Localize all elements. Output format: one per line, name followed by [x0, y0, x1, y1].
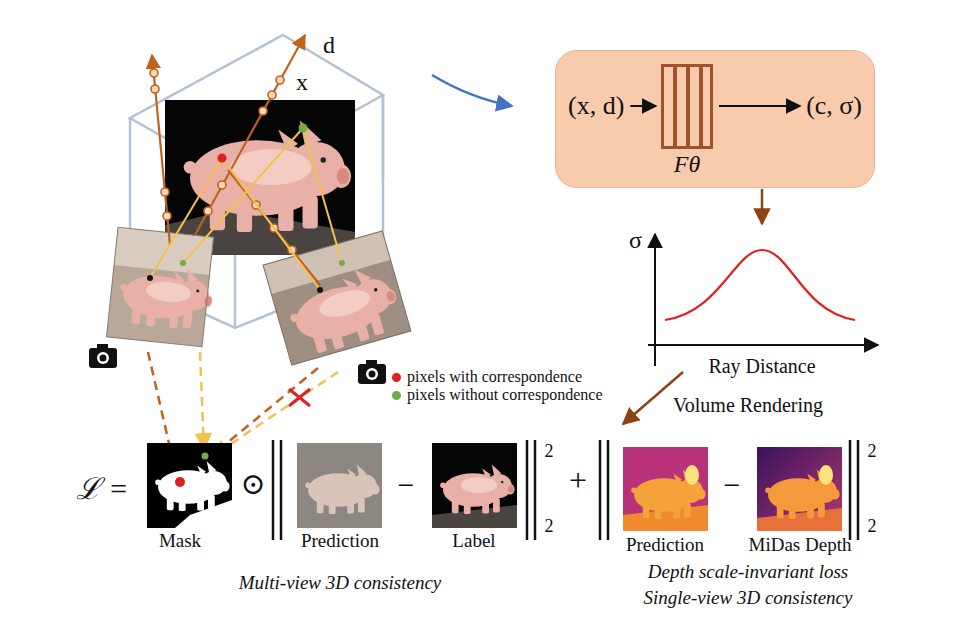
- depth-prediction-image: [623, 447, 708, 531]
- cross-mark: [289, 389, 310, 406]
- network-name: Fθ: [674, 151, 700, 177]
- flow-arrow: [432, 75, 512, 106]
- subscript: 2: [868, 517, 877, 537]
- legend-row: pixels with correspondence: [392, 368, 603, 386]
- image-caption: Prediction: [626, 535, 704, 556]
- plot-axes: [648, 234, 878, 366]
- legend-swatch: [392, 391, 401, 400]
- axis-label: Ray Distance: [708, 355, 815, 377]
- prediction-image: [297, 443, 382, 528]
- connector-arrow: [761, 189, 764, 224]
- image-caption: Mask: [159, 531, 201, 552]
- image-caption: MiDas Depth: [749, 535, 852, 556]
- midas-depth-image: [757, 447, 842, 531]
- pixel-dots: [147, 124, 345, 294]
- section-caption: Single-view 3D consistency: [644, 588, 853, 609]
- exponent: 2: [868, 442, 877, 462]
- label-image: [432, 443, 517, 528]
- correspondence-lines: [150, 128, 342, 290]
- axis-label: σ: [629, 227, 642, 253]
- section-caption: Depth scale-invariant loss: [648, 562, 849, 583]
- ray-position-label: x: [296, 69, 308, 95]
- input-label: (x, d): [568, 92, 624, 121]
- image-caption: Prediction: [301, 531, 379, 552]
- loss-symbol: ℒ =: [76, 472, 129, 505]
- legend-text: pixels without correspondence: [407, 386, 603, 404]
- subscript: 2: [545, 517, 554, 537]
- density-curve: [665, 250, 855, 320]
- legend: pixels with correspondencepixels without…: [392, 368, 603, 404]
- section-caption: Multi-view 3D consistency: [239, 573, 442, 594]
- mask-image: [147, 443, 232, 528]
- camera-icon: [89, 344, 117, 368]
- exponent: 2: [545, 442, 554, 462]
- flow-arrow: [719, 105, 800, 107]
- ray-direction-label: d: [323, 32, 335, 58]
- norm-bars: [273, 440, 858, 540]
- operator: −: [724, 468, 741, 501]
- flow-arrow: [630, 105, 656, 107]
- operator: −: [398, 468, 415, 501]
- bounding-cube: [382, 95, 385, 180]
- network-box: (x, d) (c, σ) Fθ: [555, 50, 875, 188]
- mlp-block: Fθ: [661, 64, 713, 149]
- legend-text: pixels with correspondence: [407, 368, 582, 386]
- operator: +: [569, 463, 587, 498]
- output-label: (c, σ): [806, 92, 862, 121]
- step-label: Volume Rendering: [673, 394, 823, 416]
- operator: ⊙: [240, 467, 265, 500]
- camera-icon: [358, 360, 386, 384]
- legend-swatch: [392, 373, 401, 382]
- camera-view: [107, 227, 219, 347]
- camera-rays: [152, 35, 320, 285]
- image-caption: Label: [452, 531, 495, 552]
- legend-row: pixels without correspondence: [392, 386, 603, 404]
- density-plot: σRay Distance: [625, 225, 883, 377]
- camera-view: [263, 231, 411, 365]
